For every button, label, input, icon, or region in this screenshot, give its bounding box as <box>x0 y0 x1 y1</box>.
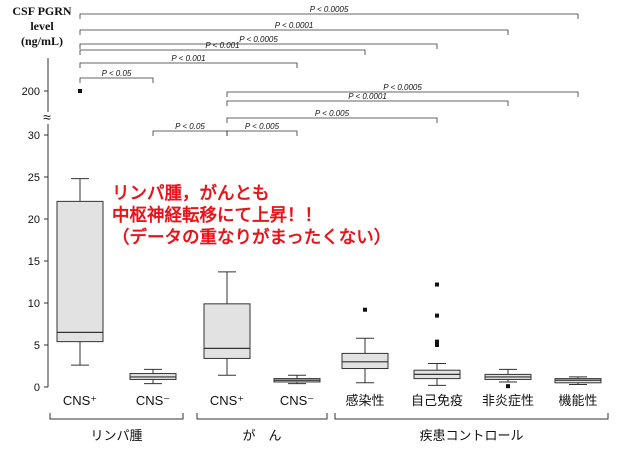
significance-bracket <box>226 91 579 97</box>
axis-break-symbol: ≈ <box>43 109 51 125</box>
group-label: 疾患コントロール <box>419 428 523 443</box>
x-category-label: 感染性 <box>345 393 384 408</box>
x-category-label: 非炎症性 <box>482 393 534 408</box>
p-value-label: P < 0.0005 <box>310 5 349 14</box>
group-label: リンパ腫 <box>90 428 142 443</box>
x-category-label: CNS⁻ <box>280 393 314 408</box>
p-value-label: P < 0.0001 <box>348 92 387 101</box>
p-value-label: P < 0.005 <box>245 122 280 131</box>
p-value-label: P < 0.001 <box>171 54 205 63</box>
annotation-text: リンパ腫，がんとも 中枢神経転移にて上昇！！ （データの重なりがまったくない） <box>112 183 391 249</box>
significance-bracket <box>226 117 438 123</box>
x-category-label: 自己免疫 <box>411 393 463 408</box>
p-value-label: P < 0.05 <box>102 69 132 78</box>
significance-bracket <box>79 29 509 35</box>
p-value-label: P < 0.05 <box>175 122 205 131</box>
y-tick-label: 0 <box>34 382 40 394</box>
outlier-point <box>435 339 439 344</box>
significance-bracket <box>152 130 228 136</box>
outlier-point <box>435 282 439 287</box>
outlier-point <box>435 343 439 347</box>
significance-bracket <box>79 77 154 83</box>
p-value-label: P < 0.005 <box>315 109 350 118</box>
y-tick-label: 30 <box>28 130 40 142</box>
group-bracket <box>49 413 184 420</box>
outlier-point <box>78 89 82 93</box>
annotation-line-2: 中枢神経転移にて上昇！！ <box>112 206 322 226</box>
y-tick-label: 15 <box>28 256 40 268</box>
x-category-label: 機能性 <box>558 393 597 408</box>
x-category-label: CNS⁺ <box>63 393 97 408</box>
significance-bracket <box>226 100 509 106</box>
y-tick-label: 200 <box>22 86 40 98</box>
outlier-point <box>435 313 439 318</box>
p-value-label: P < 0.0005 <box>383 83 422 92</box>
significance-bracket <box>79 49 366 55</box>
outlier-point <box>363 307 367 312</box>
group-bracket <box>196 413 328 420</box>
p-value-label: P < 0.001 <box>205 41 239 50</box>
box-iqr <box>203 303 251 359</box>
y-tick-label: 25 <box>28 172 40 184</box>
annotation-line-3: （データの重なりがまったくない） <box>112 228 392 248</box>
significance-bracket <box>79 13 579 19</box>
box-iqr <box>341 352 389 370</box>
significance-bracket <box>79 62 298 68</box>
box-iqr <box>56 200 104 343</box>
y-axis-label-line-1: CSF PGRN <box>12 4 72 18</box>
outlier-point <box>506 384 510 389</box>
group-bracket <box>334 413 609 420</box>
x-category-label: CNS⁻ <box>136 393 170 408</box>
significance-bracket <box>79 43 438 49</box>
y-tick-label: 20 <box>28 214 40 226</box>
y-axis-label-line-3: (ng/mL) <box>21 34 63 48</box>
y-tick-label: 10 <box>28 298 40 310</box>
significance-bracket <box>226 130 298 136</box>
p-value-label: P < 0.0001 <box>275 21 314 30</box>
y-axis-label-line-2: level <box>30 19 54 33</box>
y-tick-label: 5 <box>34 340 40 352</box>
p-value-label: P < 0.0005 <box>239 35 278 44</box>
group-label: が ん <box>242 428 281 443</box>
annotation-line-1: リンパ腫，がんとも <box>112 184 270 204</box>
x-category-label: CNS⁺ <box>210 393 244 408</box>
